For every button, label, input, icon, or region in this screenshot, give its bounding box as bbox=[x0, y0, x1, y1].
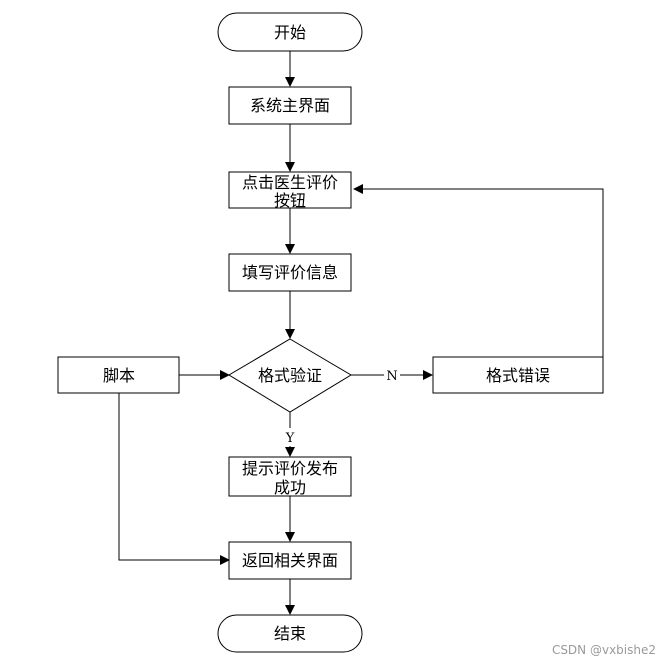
node-return-page: 返回相关界面 bbox=[228, 541, 352, 580]
return-page-label: 返回相关界面 bbox=[242, 551, 338, 570]
edge-label-no: N bbox=[386, 369, 397, 384]
publish-success-label-line1: 提示评价发布 bbox=[242, 459, 338, 478]
format-error-box bbox=[432, 356, 604, 394]
node-click-eval: 点击医生评价 按钮 bbox=[228, 171, 352, 210]
node-script: 脚本 bbox=[57, 356, 180, 394]
fill-info-label: 填写评价信息 bbox=[242, 263, 338, 282]
format-check-diamond bbox=[228, 338, 352, 413]
n-label-background bbox=[384, 366, 400, 384]
edge-labels: N Y bbox=[282, 366, 400, 446]
node-main-screen: 系统主界面 bbox=[228, 86, 352, 125]
edge-script-to-return bbox=[118, 393, 230, 565]
main-screen-box bbox=[228, 86, 352, 125]
edge-label-yes: Y bbox=[285, 431, 295, 446]
script-box bbox=[57, 356, 180, 394]
node-publish-success: 提示评价发布 成功 bbox=[228, 456, 352, 497]
publish-success-label-line2: 成功 bbox=[274, 478, 306, 497]
click-eval-label-line2: 按钮 bbox=[274, 191, 306, 210]
script-label: 脚本 bbox=[103, 366, 135, 385]
node-fill-info: 填写评价信息 bbox=[228, 253, 352, 292]
end-label: 结束 bbox=[274, 624, 306, 643]
main-screen-label: 系统主界面 bbox=[250, 96, 330, 115]
start-label: 开始 bbox=[274, 23, 306, 42]
edge-error-back-to-click bbox=[353, 184, 604, 375]
format-error-label: 格式错误 bbox=[486, 366, 550, 385]
node-end: 结束 bbox=[217, 614, 363, 653]
format-check-label: 格式验证 bbox=[258, 366, 322, 385]
fill-info-box bbox=[228, 253, 352, 292]
start-terminal-shape bbox=[217, 12, 363, 52]
click-eval-label-line1: 点击医生评价 bbox=[242, 173, 338, 192]
publish-success-box bbox=[228, 456, 352, 497]
y-label-background bbox=[282, 428, 298, 446]
end-terminal-shape bbox=[217, 614, 363, 653]
return-page-box bbox=[228, 541, 352, 580]
node-start: 开始 bbox=[217, 12, 363, 52]
node-format-check: 格式验证 bbox=[228, 338, 352, 413]
click-eval-box bbox=[228, 171, 352, 209]
watermark-text: CSDN @vxbishe2 bbox=[552, 643, 656, 657]
edges bbox=[118, 51, 604, 615]
node-format-error: 格式错误 bbox=[432, 356, 604, 394]
